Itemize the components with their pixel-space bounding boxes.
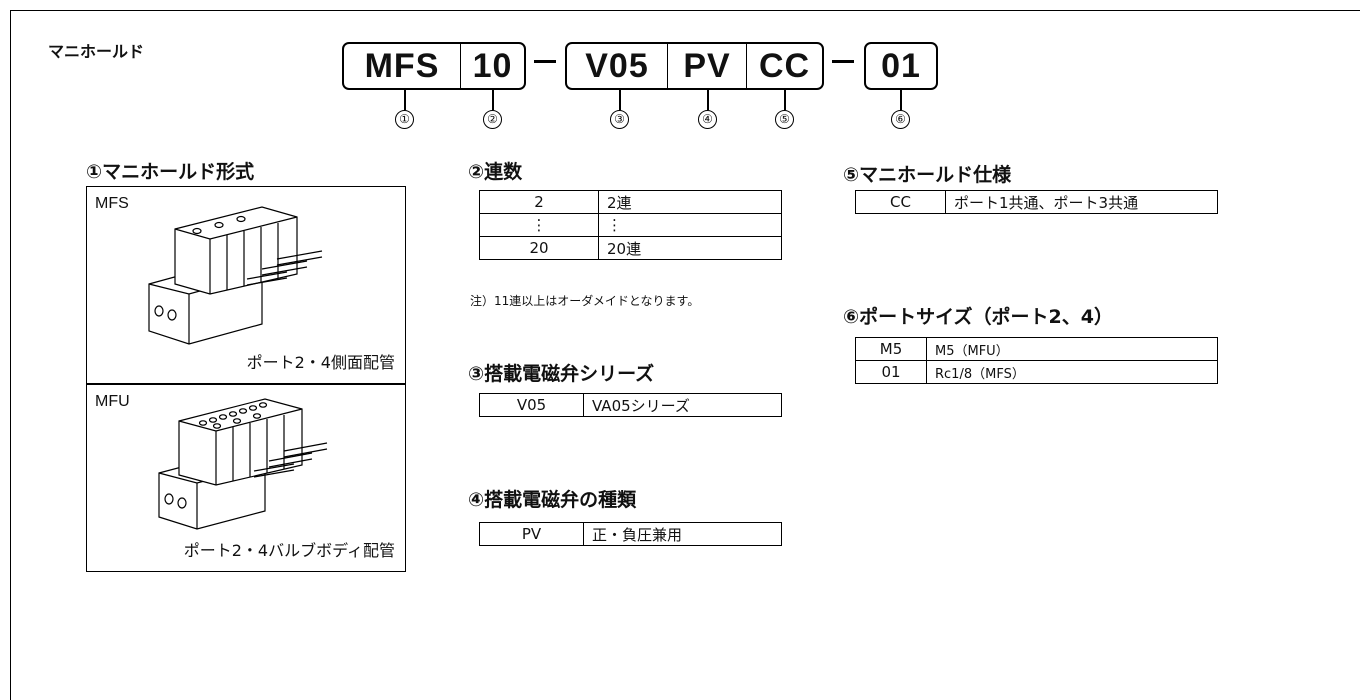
table-row: 20 20連 bbox=[479, 236, 782, 260]
form-item-mfu: MFU bbox=[86, 384, 406, 572]
table-cell: 2 bbox=[479, 190, 599, 214]
marker-6: ⑥ bbox=[891, 110, 910, 129]
section-title-spec: ⑤マニホールド仕様 bbox=[843, 164, 1012, 186]
leader-line bbox=[492, 90, 494, 110]
section-title-form: ①マニホールド形式 bbox=[86, 161, 255, 183]
manifold-label: マニホールド bbox=[48, 42, 145, 61]
section-title-port-size: ⑥ポートサイズ（ポート2、4） bbox=[843, 306, 1113, 328]
leader-line bbox=[900, 90, 902, 110]
table-cell: ⋮ bbox=[598, 213, 782, 237]
marker-5: ⑤ bbox=[775, 110, 794, 129]
code-segment-series: V05 bbox=[585, 46, 649, 85]
table-cell: ⋮ bbox=[479, 213, 599, 237]
code-dash bbox=[832, 60, 854, 63]
marker-2: ② bbox=[483, 110, 502, 129]
table-row: PV 正・負圧兼用 bbox=[479, 522, 782, 546]
count-table: 2 2連 ⋮ ⋮ 20 20連 bbox=[479, 190, 782, 260]
table-cell: PV bbox=[479, 522, 584, 546]
table-cell: 20 bbox=[479, 236, 599, 260]
table-row: 2 2連 bbox=[479, 190, 782, 214]
section-title-series: ③搭載電磁弁シリーズ bbox=[468, 363, 655, 385]
code-segment-spec: CC bbox=[746, 44, 822, 88]
marker-3: ③ bbox=[610, 110, 629, 129]
section-title-count: ②連数 bbox=[468, 161, 523, 183]
table-cell: ポート1共通、ポート3共通 bbox=[945, 190, 1218, 214]
code-segment-count: 10 bbox=[460, 44, 524, 88]
valve-type-table: PV 正・負圧兼用 bbox=[479, 522, 782, 546]
table-row: 01 Rc1/8（MFS） bbox=[855, 360, 1218, 384]
code-group-2: V05 PV CC bbox=[565, 42, 824, 90]
marker-1: ① bbox=[395, 110, 414, 129]
table-cell: M5（MFU） bbox=[926, 337, 1218, 361]
table-cell: Rc1/8（MFS） bbox=[926, 360, 1218, 384]
count-note: 注）11連以上はオーダメイドとなります。 bbox=[470, 294, 700, 308]
table-cell: V05 bbox=[479, 393, 584, 417]
code-group-1: MFS 10 bbox=[342, 42, 526, 90]
leader-line bbox=[707, 90, 709, 110]
form-code: MFS bbox=[95, 195, 129, 212]
form-caption: ポート2・4側面配管 bbox=[246, 353, 395, 372]
port-size-table: M5 M5（MFU） 01 Rc1/8（MFS） bbox=[855, 337, 1218, 384]
leader-line bbox=[404, 90, 406, 110]
form-code: MFU bbox=[95, 393, 130, 410]
code-segment-valve-type: PV bbox=[667, 44, 746, 88]
marker-4: ④ bbox=[698, 110, 717, 129]
form-item-mfs: MFS ポート2・4側面配管 bbox=[86, 186, 406, 384]
document-frame bbox=[10, 10, 1360, 700]
table-cell: 2連 bbox=[598, 190, 782, 214]
table-row: CC ポート1共通、ポート3共通 bbox=[855, 190, 1218, 214]
table-cell: M5 bbox=[855, 337, 927, 361]
section-title-valve-type: ④搭載電磁弁の種類 bbox=[468, 489, 637, 511]
manifold-body-port-icon bbox=[158, 398, 328, 530]
spec-table: CC ポート1共通、ポート3共通 bbox=[855, 190, 1218, 214]
manifold-side-port-icon bbox=[148, 206, 323, 345]
code-segment-form: MFS bbox=[364, 46, 440, 85]
table-row: V05 VA05シリーズ bbox=[479, 393, 782, 417]
series-table: V05 VA05シリーズ bbox=[479, 393, 782, 417]
table-cell: VA05シリーズ bbox=[583, 393, 782, 417]
table-row: ⋮ ⋮ bbox=[479, 213, 782, 237]
code-dash bbox=[534, 60, 556, 63]
table-cell: 20連 bbox=[598, 236, 782, 260]
leader-line bbox=[784, 90, 786, 110]
table-cell: CC bbox=[855, 190, 946, 214]
table-cell: 01 bbox=[855, 360, 927, 384]
table-cell: 正・負圧兼用 bbox=[583, 522, 782, 546]
code-group-3: 01 bbox=[864, 42, 938, 90]
code-segment-port-size: 01 bbox=[881, 46, 921, 85]
form-caption: ポート2・4バルブボディ配管 bbox=[183, 541, 395, 560]
table-row: M5 M5（MFU） bbox=[855, 337, 1218, 361]
leader-line bbox=[619, 90, 621, 110]
